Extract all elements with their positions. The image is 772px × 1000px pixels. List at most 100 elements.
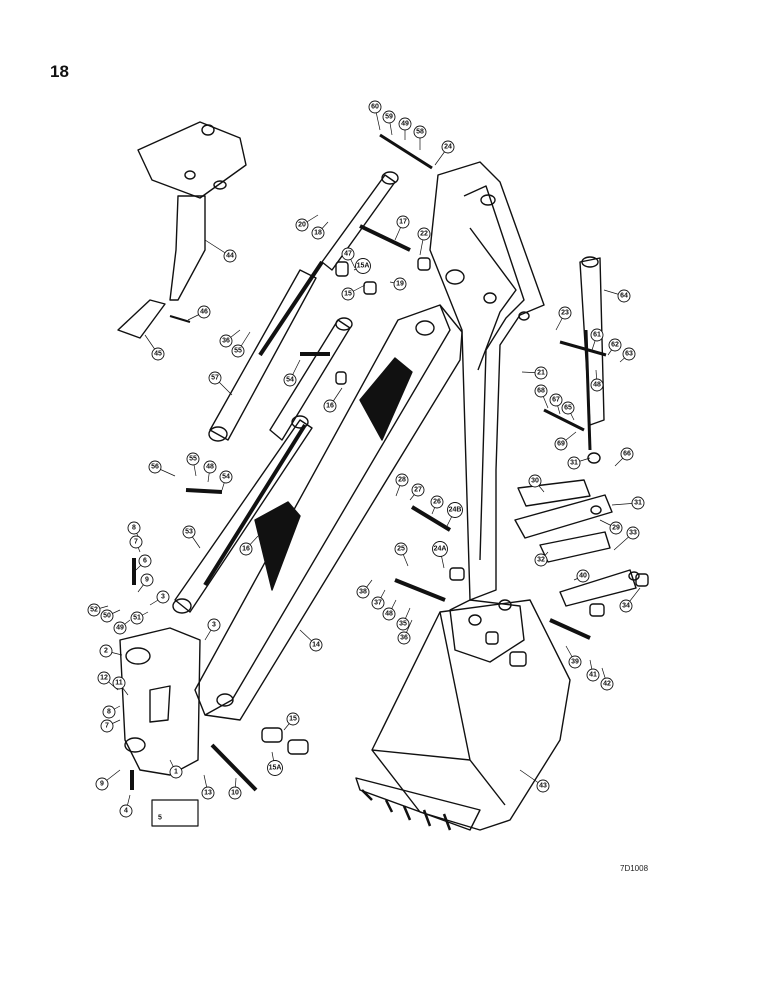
callout-label: 28	[398, 477, 406, 484]
callout-44: 44	[223, 249, 237, 263]
callout-8: 8	[102, 705, 116, 719]
callout-label: 60	[371, 104, 379, 111]
callout-55: 55	[231, 344, 245, 358]
callout-label: 20	[298, 222, 306, 229]
callout-label: 15A	[357, 263, 370, 270]
callout-13: 13	[201, 786, 215, 800]
callout-label: 48	[206, 464, 214, 471]
callout-40: 40	[576, 569, 590, 583]
callout-label: 31	[570, 460, 578, 467]
callout-2: 2	[99, 644, 113, 658]
callout-label: 46	[200, 309, 208, 316]
callout-label: 14	[312, 642, 320, 649]
callout-9: 9	[95, 777, 109, 791]
callout-30: 30	[528, 474, 542, 488]
callout-38: 38	[356, 585, 370, 599]
callout-32: 32	[534, 553, 548, 567]
callout-label: 41	[589, 672, 597, 679]
bucket-cylinder	[579, 256, 605, 464]
callout-24A: 24A	[432, 541, 448, 557]
callout-label: 25	[397, 546, 405, 553]
callout-label: 16	[326, 403, 334, 410]
callout-34: 34	[619, 599, 633, 613]
callout-label: 56	[151, 464, 159, 471]
callout-29: 29	[609, 521, 623, 535]
callout-label: 3	[212, 622, 216, 629]
callout-label: 57	[211, 375, 219, 382]
callout-label: 43	[539, 783, 547, 790]
callout-label: 23	[561, 310, 569, 317]
callout-label: 62	[611, 342, 619, 349]
callout-1: 1	[169, 765, 183, 779]
callout-label: 5	[158, 815, 162, 822]
callout-17: 17	[396, 215, 410, 229]
callout-15: 15	[341, 287, 355, 301]
callout-7: 7	[129, 535, 143, 549]
callout-41: 41	[586, 668, 600, 682]
callout-20: 20	[295, 218, 309, 232]
callout-label: 13	[204, 790, 212, 797]
callout-label: 69	[557, 441, 565, 448]
callout-label: 36	[222, 338, 230, 345]
callout-58: 58	[413, 125, 427, 139]
callout-11: 11	[112, 676, 126, 690]
callout-label: 3	[161, 594, 165, 601]
callout-label: 54	[222, 474, 230, 481]
callout-label: 32	[537, 557, 545, 564]
page-number: 18	[50, 62, 69, 81]
swing-casting	[119, 627, 201, 776]
callout-label: 8	[132, 525, 136, 532]
callout-61: 61	[590, 328, 604, 342]
callout-label: 35	[399, 621, 407, 628]
callout-label: 15	[344, 291, 352, 298]
bushings	[261, 257, 649, 755]
callout-15: 15	[286, 712, 300, 726]
boom-cylinder	[208, 171, 399, 442]
callout-26: 26	[430, 495, 444, 509]
callout-48: 48	[203, 460, 217, 474]
callout-46: 46	[197, 305, 211, 319]
callout-label: 21	[537, 370, 545, 377]
callout-label: 49	[116, 625, 124, 632]
callout-49: 49	[113, 621, 127, 635]
callout-68: 68	[534, 384, 548, 398]
callout-66: 66	[620, 447, 634, 461]
callout-label: 65	[564, 405, 572, 412]
callout-label: 31	[634, 500, 642, 507]
callout-label: 64	[620, 293, 628, 300]
callout-label: 8	[107, 709, 111, 716]
callout-label: 63	[625, 351, 633, 358]
callout-54: 54	[283, 373, 297, 387]
callout-label: 6	[143, 558, 147, 565]
callout-label: 9	[100, 781, 104, 788]
callout-label: 29	[612, 525, 620, 532]
callout-label: 55	[189, 456, 197, 463]
callout-31: 31	[567, 456, 581, 470]
callout-69: 69	[554, 437, 568, 451]
callout-14: 14	[309, 638, 323, 652]
callout-label: 24A	[434, 546, 447, 553]
callout-label: 59	[385, 114, 393, 121]
link-rod	[269, 317, 353, 441]
callout-label: 24	[444, 144, 452, 151]
callout-label: 22	[420, 231, 428, 238]
drawing-code: 7D1008	[620, 864, 649, 873]
callout-label: 36	[400, 635, 408, 642]
callout-64: 64	[617, 289, 631, 303]
callout-label: 4	[124, 808, 128, 815]
callout-7: 7	[100, 719, 114, 733]
callout-label: 47	[344, 251, 352, 258]
callout-label: 30	[531, 478, 539, 485]
callout-23: 23	[558, 306, 572, 320]
callout-label: 15	[289, 716, 297, 723]
callout-label: 40	[579, 573, 587, 580]
callout-label: 54	[286, 377, 294, 384]
boom	[429, 161, 545, 601]
callout-24: 24	[441, 140, 455, 154]
callout-label: 37	[374, 600, 382, 607]
callout-label: 16	[242, 546, 250, 553]
callout-62: 62	[608, 338, 622, 352]
callout-28: 28	[395, 473, 409, 487]
callout-67: 67	[549, 393, 563, 407]
